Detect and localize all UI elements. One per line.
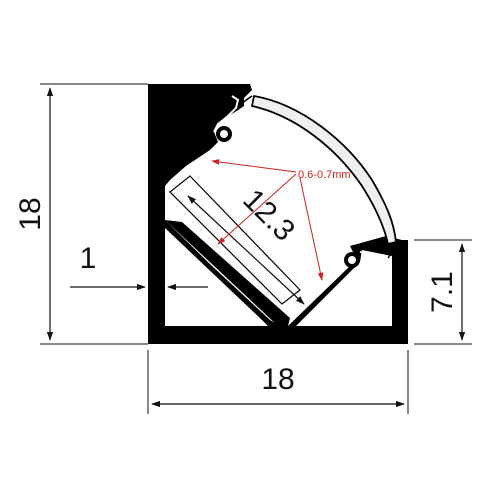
dimension-height-right: 7.1 [414, 239, 472, 345]
diffuser-cover [251, 95, 397, 245]
diffuser-edge-bottom [387, 243, 395, 259]
diffuser-thickness-label: 0.6-0.7mm [298, 169, 351, 181]
dimension-height-left: 18 [14, 83, 148, 345]
annotation-leader-1 [211, 159, 297, 173]
annotation-leader-2 [217, 173, 297, 245]
dimension-label-width-bottom: 18 [261, 363, 294, 396]
slot-bottom-inner [348, 256, 356, 264]
profile-inner-groove-bottom [355, 251, 374, 275]
slot-top-inner [220, 130, 228, 138]
diffuser-edge-top [237, 95, 253, 111]
diffuser-thickness-annotation: 0.6-0.7mm [211, 159, 351, 281]
dimension-width-bottom: 18 [147, 350, 409, 414]
annotation-leader-3 [299, 177, 324, 281]
dimension-label-height-left: 18 [14, 197, 47, 230]
dimension-label-height-right: 7.1 [426, 271, 459, 313]
profile-outer-wall [148, 84, 408, 344]
dimension-line-diagonal [187, 195, 305, 305]
profile-inner-groove-top [213, 95, 240, 133]
dimension-label-wall-thickness: 1 [80, 242, 97, 275]
